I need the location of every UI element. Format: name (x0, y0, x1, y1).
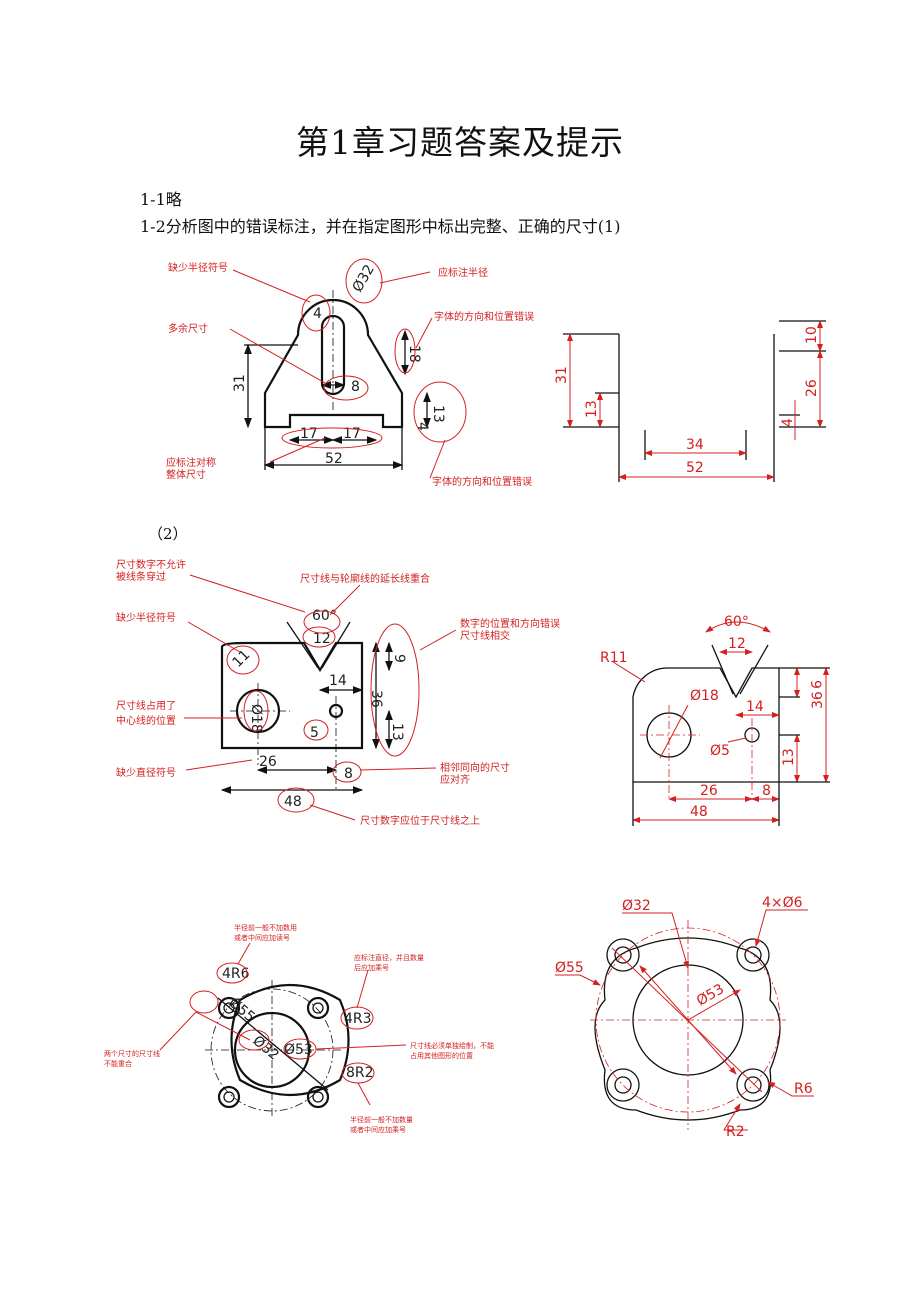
svg-text:半径前一般不加数量: 半径前一般不加数量 (350, 1115, 413, 1124)
svg-text:60°: 60° (312, 608, 337, 624)
svg-text:52: 52 (325, 451, 343, 467)
svg-text:尺寸线必须单独绘制，不能: 尺寸线必须单独绘制，不能 (410, 1041, 494, 1050)
svg-text:4×Ø6: 4×Ø6 (762, 895, 803, 911)
svg-text:尺寸数字不允许: 尺寸数字不允许 (116, 558, 186, 571)
svg-text:占用其他图形的位置: 占用其他图形的位置 (410, 1051, 473, 1060)
svg-text:13: 13 (389, 723, 405, 741)
item-1-1: 1-1略 (140, 190, 182, 209)
svg-text:Ø18: Ø18 (690, 688, 719, 704)
item-1-2: 1-2分析图中的错误标注，并在指定图形中标出完整、正确的尺寸(1) (140, 217, 621, 236)
svg-text:13: 13 (781, 748, 797, 766)
svg-text:52: 52 (686, 460, 704, 476)
svg-text:尺寸线与轮廓线的延长线重合: 尺寸线与轮廓线的延长线重合 (300, 572, 430, 585)
svg-text:12: 12 (313, 631, 331, 647)
svg-text:缺少半径符号: 缺少半径符号 (116, 611, 176, 624)
svg-text:Ø18: Ø18 (248, 704, 264, 733)
svg-text:8R2: 8R2 (346, 1065, 374, 1081)
fig3-annotated: Ø55 Ø32 Ø53 4R6 4R3 8R2 半径前一般不加数用 或者中间应加… (104, 923, 494, 1134)
svg-text:R2: R2 (726, 1124, 745, 1140)
svg-text:34: 34 (686, 437, 704, 453)
svg-text:整体尺寸: 整体尺寸 (166, 468, 206, 481)
svg-text:12: 12 (728, 636, 746, 652)
svg-text:应对齐: 应对齐 (440, 773, 470, 786)
svg-text:4R6: 4R6 (222, 966, 250, 982)
svg-text:8: 8 (344, 766, 353, 782)
svg-text:8: 8 (762, 783, 771, 799)
svg-text:缺少直径符号: 缺少直径符号 (116, 766, 176, 779)
svg-text:4: 4 (780, 418, 796, 427)
svg-text:Ø32: Ø32 (350, 262, 378, 295)
svg-text:相邻同向的尺寸: 相邻同向的尺寸 (440, 761, 510, 774)
fig2-answer: 60° 12 R11 Ø18 9 14 36 Ø5 13 26 8 48 (600, 614, 830, 826)
svg-text:48: 48 (690, 804, 708, 820)
svg-text:Ø53: Ø53 (694, 981, 727, 1009)
fig1-answer: 31 13 34 52 10 26 4 (554, 320, 826, 482)
svg-text:60°: 60° (724, 614, 749, 630)
svg-text:Ø5: Ø5 (710, 743, 730, 759)
svg-text:后应加乘号: 后应加乘号 (354, 963, 389, 972)
svg-text:中心线的位置: 中心线的位置 (116, 714, 176, 727)
svg-text:字体的方向和位置错误: 字体的方向和位置错误 (434, 310, 534, 323)
svg-text:两个尺寸的尺寸线: 两个尺寸的尺寸线 (104, 1049, 160, 1058)
svg-text:尺寸线占用了: 尺寸线占用了 (116, 699, 176, 712)
svg-text:4: 4 (313, 306, 322, 322)
part-2-label: （2） (148, 525, 188, 543)
svg-text:26: 26 (700, 783, 718, 799)
svg-text:R6: R6 (794, 1081, 813, 1097)
page-title: 第1章习题答案及提示 (296, 123, 624, 162)
svg-text:4: 4 (414, 422, 430, 431)
fig1-annotated: 31 52 17 17 18 13 4 8 4 Ø32 缺少半径符号 应标注半径… (166, 258, 534, 488)
svg-text:36: 36 (810, 691, 826, 709)
svg-text:4R3: 4R3 (344, 1011, 372, 1027)
svg-text:9: 9 (391, 654, 407, 663)
svg-text:18: 18 (406, 345, 422, 363)
svg-text:36: 36 (368, 690, 384, 708)
svg-text:应标注对称: 应标注对称 (166, 456, 216, 469)
svg-text:Ø55: Ø55 (555, 960, 584, 976)
svg-text:8: 8 (351, 379, 360, 395)
svg-text:或者中间应加乘号: 或者中间应加乘号 (350, 1125, 406, 1134)
svg-text:多余尺寸: 多余尺寸 (168, 322, 208, 335)
svg-text:R11: R11 (600, 650, 628, 666)
svg-text:13: 13 (584, 400, 600, 418)
svg-text:10: 10 (804, 326, 820, 344)
svg-text:5: 5 (310, 725, 319, 741)
svg-text:或者中间应加读号: 或者中间应加读号 (234, 933, 290, 942)
svg-text:数字的位置和方向错误: 数字的位置和方向错误 (460, 617, 560, 630)
svg-text:48: 48 (284, 794, 302, 810)
svg-text:31: 31 (554, 366, 570, 384)
svg-text:11: 11 (230, 647, 254, 671)
svg-text:被线条穿过: 被线条穿过 (116, 570, 166, 583)
fig3-answer: Ø32 4×Ø6 Ø55 Ø53 R6 R2 (555, 895, 814, 1140)
svg-text:应标注半径: 应标注半径 (438, 266, 488, 279)
svg-text:17: 17 (343, 426, 361, 442)
svg-text:尺寸数字应位于尺寸线之上: 尺寸数字应位于尺寸线之上 (360, 814, 480, 827)
svg-text:31: 31 (232, 374, 248, 392)
svg-text:26: 26 (804, 379, 820, 397)
svg-text:26: 26 (259, 754, 277, 770)
svg-text:不能重合: 不能重合 (104, 1059, 132, 1068)
svg-text:14: 14 (329, 673, 347, 689)
svg-text:Ø32: Ø32 (249, 1033, 281, 1064)
svg-text:13: 13 (430, 405, 446, 423)
svg-text:缺少半径符号: 缺少半径符号 (168, 261, 228, 274)
svg-text:Ø53: Ø53 (284, 1042, 313, 1058)
svg-text:Ø32: Ø32 (622, 898, 651, 914)
svg-text:9: 9 (807, 680, 823, 689)
svg-text:半径前一般不加数用: 半径前一般不加数用 (234, 923, 297, 932)
svg-text:14: 14 (746, 699, 764, 715)
svg-text:Ø55: Ø55 (225, 995, 257, 1026)
fig2-annotated: 60° 12 11 9 14 36 Ø18 5 13 26 8 48 尺寸数字不… (116, 558, 560, 827)
svg-text:字体的方向和位置错误: 字体的方向和位置错误 (432, 475, 532, 488)
svg-text:尺寸线相交: 尺寸线相交 (460, 629, 510, 642)
svg-text:应标注直径，并且数量: 应标注直径，并且数量 (354, 953, 424, 962)
